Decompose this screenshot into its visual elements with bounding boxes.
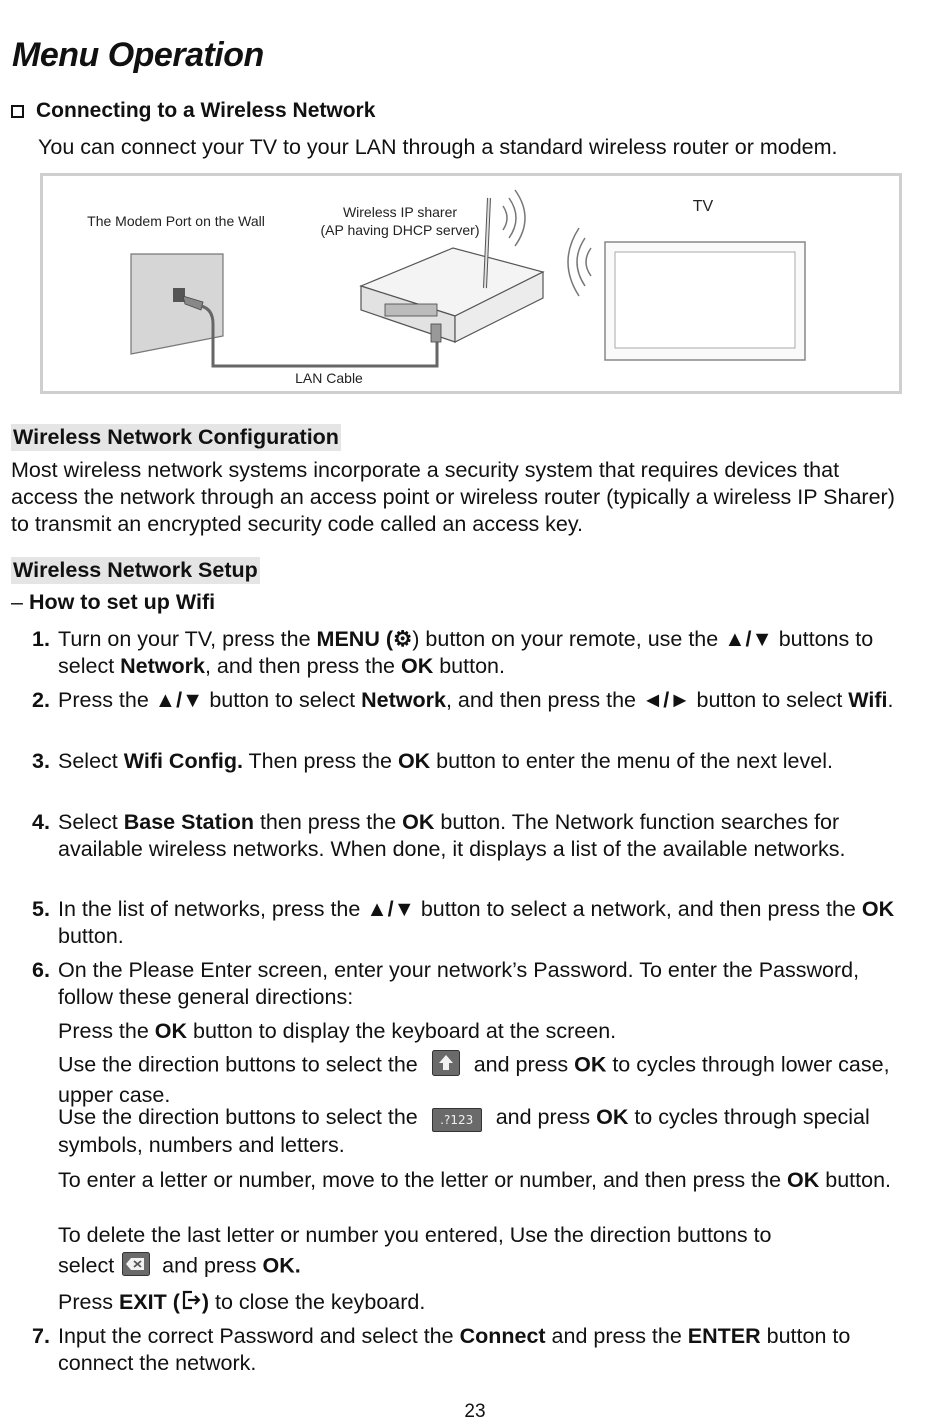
how-to-heading: How to set up Wifi [28,590,216,614]
step-text: Press the ▲/▼ button to select Network, … [58,688,894,712]
modem-port-label: The Modem Port on the Wall [87,213,265,229]
tv-icon [604,241,806,361]
step-4: 4. Select Base Station then press the OK… [32,809,912,863]
step-2: 2. Press the ▲/▼ button to select Networ… [32,687,912,714]
page-title: Menu Operation [12,36,264,74]
checkbox-icon [11,104,24,118]
step-3: 3. Select Wifi Config. Then press the OK… [32,748,912,775]
dash: – [11,590,23,614]
how-to-line: – How to set up Wifi [11,590,215,615]
step-text: On the Please Enter screen, enter your n… [58,958,860,1009]
step-1: 1. Turn on your TV, press the MENU (⚙) b… [32,626,912,680]
step-number: 5. [32,897,50,921]
step-number: 2. [32,688,50,712]
sharer-label-line2: (AP having DHCP server) [320,222,480,238]
symbol-key-icon: .?123 [431,1104,482,1133]
step-number: 4. [32,810,50,834]
step-number: 3. [32,749,50,773]
step-text: Select Base Station then press the OK bu… [58,810,846,861]
step-text: Select Wifi Config. Then press the OK bu… [58,749,833,773]
backspace-key-icon [122,1252,151,1282]
sub-press-ok: Press the OK button to display the keybo… [58,1019,617,1043]
step-6: 6. On the Please Enter screen, enter you… [32,957,912,1011]
step-number: 7. [32,1324,50,1348]
diagram-illustration [130,189,806,368]
sharer-label-line1: Wireless IP sharer [342,204,458,220]
shift-key-icon [431,1050,460,1082]
setup-heading: Wireless Network Setup [11,557,260,584]
section-heading: Connecting to a Wireless Network [11,99,375,123]
section-heading-text: Connecting to a Wireless Network [36,99,376,122]
page-number: 23 [464,1401,486,1422]
step-7: 7. Input the correct Password and select… [32,1323,912,1377]
step-number: 1. [32,627,50,651]
sub-exit: Press EXIT () to close the keyboard. [58,1289,918,1317]
sub-enter-letter: To enter a letter or number, move to the… [58,1168,892,1192]
sub-shift-key: Use the direction buttons to select the … [58,1050,918,1108]
step-number: 6. [32,958,50,982]
config-body: Most wireless network systems incorporat… [11,458,895,536]
router-icon [359,197,545,343]
step-5: 5. In the list of networks, press the ▲/… [32,896,912,950]
sub-symbol-key: Use the direction buttons to select the … [58,1104,870,1158]
network-diagram: The Modem Port on the Wall Wireless IP s… [40,173,902,394]
lan-cable [200,304,439,368]
step-text: Input the correct Password and select th… [58,1324,851,1375]
lan-cable-label: LAN Cable [295,370,363,386]
sub-delete-letter-2: select and press OK. [58,1252,918,1282]
config-heading: Wireless Network Configuration [11,424,341,451]
step-text: Turn on your TV, press the MENU (⚙) butt… [58,627,874,678]
step-text: In the list of networks, press the ▲/▼ b… [58,897,895,948]
tv-label: TV [692,198,714,215]
gear-icon: ⚙ [392,627,413,651]
intro-text: You can connect your TV to your LAN thro… [38,135,838,159]
wall-port-icon [130,253,224,355]
sub-delete-letter: To delete the last letter or number you … [58,1223,772,1247]
wireless-signal-icon [502,189,592,297]
exit-icon [180,1289,202,1317]
